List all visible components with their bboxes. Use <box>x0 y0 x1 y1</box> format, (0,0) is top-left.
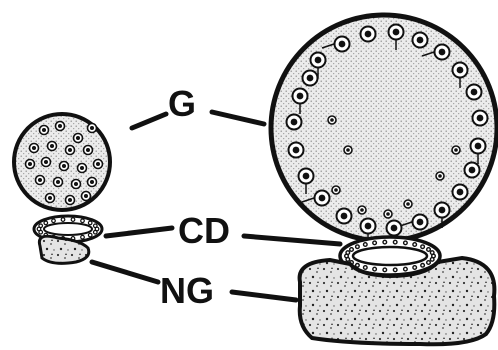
cell <box>60 162 69 171</box>
cell <box>303 71 318 86</box>
cell <box>467 85 482 100</box>
g-leader-left <box>132 114 166 128</box>
cell <box>88 178 97 187</box>
cell <box>332 186 340 194</box>
cell <box>387 221 402 236</box>
cell <box>66 146 75 155</box>
small-gland <box>14 114 110 210</box>
cell <box>46 194 55 203</box>
cell <box>413 33 428 48</box>
cell <box>78 164 87 173</box>
cell <box>48 142 57 151</box>
cell <box>453 185 468 200</box>
cell <box>436 172 444 180</box>
cd-leader-left <box>106 228 172 236</box>
cell <box>287 115 302 130</box>
label-cd: CD <box>178 210 230 251</box>
cell <box>30 144 39 153</box>
cell <box>361 27 376 42</box>
cd-leader-right <box>244 236 340 244</box>
cell <box>40 126 49 135</box>
cell <box>72 180 81 189</box>
cell <box>84 146 93 155</box>
label-ng: NG <box>160 270 214 311</box>
cell <box>88 124 97 133</box>
cell <box>473 111 488 126</box>
cell <box>328 116 336 124</box>
cell <box>94 160 103 169</box>
cell <box>358 206 366 214</box>
cell <box>74 134 83 143</box>
cell <box>289 143 304 158</box>
cell <box>465 163 480 178</box>
ng-leader-left <box>92 262 158 282</box>
cell <box>26 160 35 169</box>
cell <box>56 122 65 131</box>
cell <box>66 196 75 205</box>
label-g: G <box>168 83 196 124</box>
cell <box>344 146 352 154</box>
cell <box>452 146 460 154</box>
cell <box>404 200 412 208</box>
cell <box>54 178 63 187</box>
large-gland <box>271 15 497 244</box>
cell <box>42 158 51 167</box>
cell <box>36 176 45 185</box>
ng-leader-right <box>232 292 296 300</box>
cell <box>82 192 91 201</box>
cell <box>337 209 352 224</box>
g-leader-right <box>212 112 264 124</box>
cell <box>384 210 392 218</box>
